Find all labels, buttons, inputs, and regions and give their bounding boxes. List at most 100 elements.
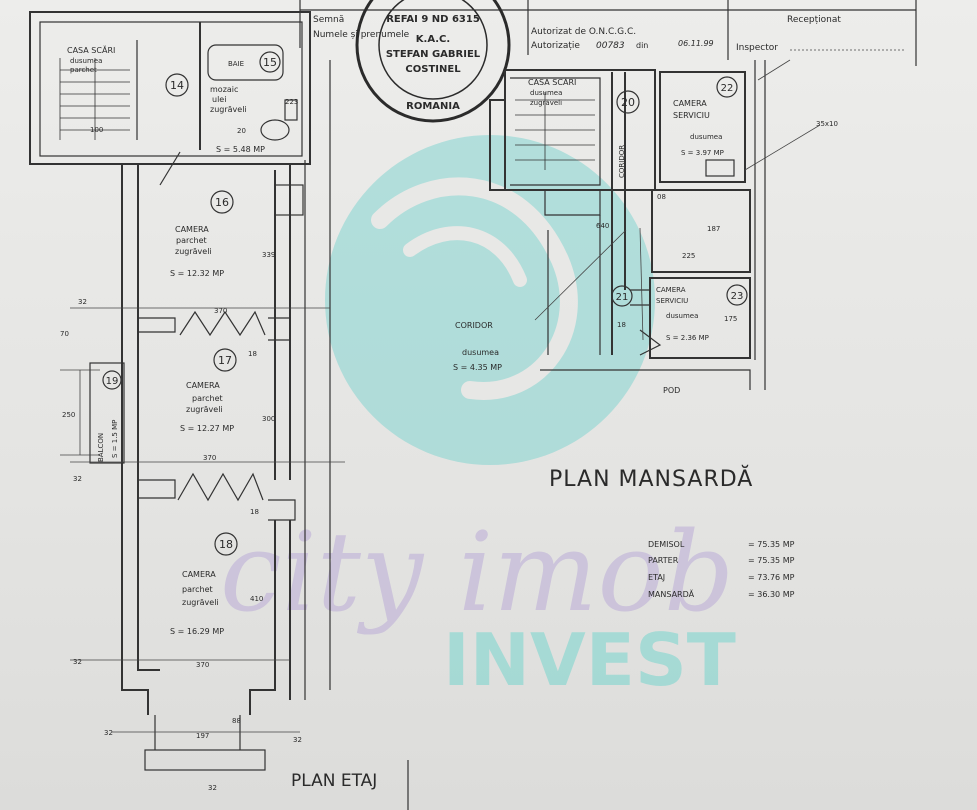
- svg-text:zugrăveli: zugrăveli: [186, 405, 223, 414]
- svg-text:32: 32: [73, 475, 82, 483]
- svg-text:370: 370: [203, 454, 216, 462]
- header-line-2: Numele și prenumele: [313, 30, 410, 40]
- svg-text:BAIE: BAIE: [228, 60, 244, 68]
- received-label: Recepționat: [787, 15, 841, 25]
- stamp-line-1: K.A.C.: [416, 34, 450, 45]
- etaj-dimensions: 32 370 70 18 250 300 32 370 18 410 32 37…: [60, 98, 302, 792]
- svg-text:CORIDOR: CORIDOR: [455, 321, 493, 330]
- svg-text:17: 17: [218, 354, 232, 367]
- svg-text:CAMERA: CAMERA: [673, 99, 707, 108]
- svg-text:zugrăveli: zugrăveli: [175, 247, 212, 256]
- area-row: PARTER = 75.35 MP: [648, 556, 795, 565]
- svg-text:ulei: ulei: [212, 95, 226, 104]
- area-row: DEMISOL = 75.35 MP: [648, 540, 795, 549]
- svg-text:parchet: parchet: [70, 66, 97, 74]
- svg-text:zugrăveli: zugrăveli: [210, 105, 247, 114]
- room-20: 20 CASA SCĂRI dusumea zugrăveli: [528, 76, 640, 114]
- svg-text:20: 20: [237, 127, 246, 135]
- official-stamp: REFAI 9 ND 6315 K.A.C. STEFAN GABRIEL CO…: [355, 0, 511, 123]
- svg-text:18: 18: [617, 321, 626, 329]
- svg-text:22: 22: [721, 83, 734, 94]
- stamp-line-2: STEFAN GABRIEL: [386, 49, 481, 60]
- svg-text:18: 18: [248, 350, 257, 358]
- svg-text:S = 4.35 MP: S = 4.35 MP: [453, 363, 502, 372]
- watermark-bold: INVEST: [443, 618, 736, 702]
- svg-text:225: 225: [682, 252, 695, 260]
- svg-text:175: 175: [724, 315, 737, 323]
- svg-text:= 75.35 MP: = 75.35 MP: [748, 540, 795, 549]
- svg-text:32: 32: [73, 658, 82, 666]
- inspector-label: Inspector: [736, 43, 778, 53]
- area-row: ETAJ = 73.76 MP: [648, 573, 795, 582]
- svg-text:dusumea: dusumea: [690, 133, 722, 141]
- authorization-from: din: [636, 41, 648, 50]
- svg-text:21: 21: [616, 292, 629, 303]
- svg-text:CASA SCĂRI: CASA SCĂRI: [67, 44, 115, 55]
- area-row: MANSARDĂ = 36.30 MP: [648, 588, 795, 599]
- svg-text:18: 18: [219, 538, 233, 551]
- svg-text:S = 1.5 MP: S = 1.5 MP: [111, 420, 119, 458]
- svg-text:PARTER: PARTER: [648, 556, 679, 565]
- svg-text:70: 70: [60, 330, 69, 338]
- svg-text:23: 23: [731, 291, 744, 302]
- room-17: 17 CAMERA parchet zugrăveli S = 12.27 MP: [180, 348, 237, 433]
- svg-text:32: 32: [293, 736, 302, 744]
- svg-text:15: 15: [263, 56, 277, 69]
- pod-label: POD: [663, 386, 680, 395]
- svg-text:CAMERA: CAMERA: [182, 570, 216, 579]
- svg-text:223: 223: [285, 98, 298, 106]
- svg-text:CAMERA: CAMERA: [186, 381, 220, 390]
- svg-text:20: 20: [621, 96, 635, 109]
- svg-text:S = 5.48 MP: S = 5.48 MP: [216, 145, 265, 154]
- svg-text:dusumea: dusumea: [666, 312, 698, 320]
- header-line-1: Semnă: [313, 15, 344, 25]
- svg-text:370: 370: [214, 307, 227, 315]
- watermark: city imob INVEST: [220, 135, 736, 702]
- svg-text:parchet: parchet: [192, 394, 223, 403]
- room-14: 14 CASA SCĂRI dusumea parchet: [67, 44, 189, 97]
- authorization-number: 00783: [596, 41, 625, 51]
- svg-text:640: 640: [596, 222, 609, 230]
- watermark-script: city imob: [220, 508, 734, 636]
- svg-text:ETAJ: ETAJ: [648, 573, 665, 582]
- svg-text:339: 339: [262, 251, 275, 259]
- stamp-bottom: ROMANIA: [406, 101, 460, 112]
- svg-text:250: 250: [62, 411, 75, 419]
- svg-text:zugrăveli: zugrăveli: [182, 598, 219, 607]
- svg-text:370: 370: [196, 661, 209, 669]
- svg-text:88: 88: [232, 717, 241, 725]
- svg-text:197: 197: [196, 732, 209, 740]
- svg-text:100: 100: [90, 126, 103, 134]
- authorization-date: 06.11.99: [678, 39, 714, 48]
- svg-text:19: 19: [106, 376, 119, 387]
- svg-text:32: 32: [104, 729, 113, 737]
- mansarda-dimensions: 640 187 225 175 18 08: [596, 193, 737, 329]
- plan-mansarda: 20 CASA SCĂRI dusumea zugrăveli 22 CAMER…: [453, 59, 838, 492]
- svg-text:S = 12.32 MP: S = 12.32 MP: [170, 269, 224, 278]
- svg-text:32: 32: [78, 298, 87, 306]
- svg-text:14: 14: [170, 79, 184, 92]
- svg-text:08: 08: [657, 193, 666, 201]
- svg-text:dusumea: dusumea: [530, 89, 562, 97]
- room-18: 18 CAMERA parchet zugrăveli S = 16.29 MP: [170, 532, 238, 636]
- svg-text:SERVICIU: SERVICIU: [656, 297, 688, 305]
- plan-etaj: 14 CASA SCĂRI dusumea parchet 15 BAIE mo…: [29, 11, 409, 810]
- authorized-label: Autorizat de O.N.C.G.C.: [531, 27, 636, 37]
- stamp-top: REFAI 9 ND 6315: [386, 14, 480, 25]
- svg-text:zugrăveli: zugrăveli: [530, 99, 562, 107]
- room-16: 16 CAMERA parchet zugrăveli S = 12.32 MP: [170, 190, 234, 278]
- svg-text:CAMERA: CAMERA: [656, 286, 686, 294]
- svg-text:S = 2.36 MP: S = 2.36 MP: [666, 334, 709, 342]
- authorization-label: Autorizație: [531, 41, 580, 51]
- svg-text:S = 12.27 MP: S = 12.27 MP: [180, 424, 234, 433]
- svg-text:300: 300: [262, 415, 275, 423]
- svg-text:187: 187: [707, 225, 720, 233]
- svg-text:parchet: parchet: [182, 585, 213, 594]
- svg-text:16: 16: [215, 196, 229, 209]
- room-15: 15 BAIE mozaic ulei zugrăveli S = 5.48 M…: [210, 56, 277, 154]
- svg-text:= 36.30 MP: = 36.30 MP: [748, 590, 795, 599]
- areas-summary: DEMISOL = 75.35 MP PARTER = 75.35 MP ETA…: [648, 540, 795, 599]
- svg-text:= 75.35 MP: = 75.35 MP: [748, 556, 795, 565]
